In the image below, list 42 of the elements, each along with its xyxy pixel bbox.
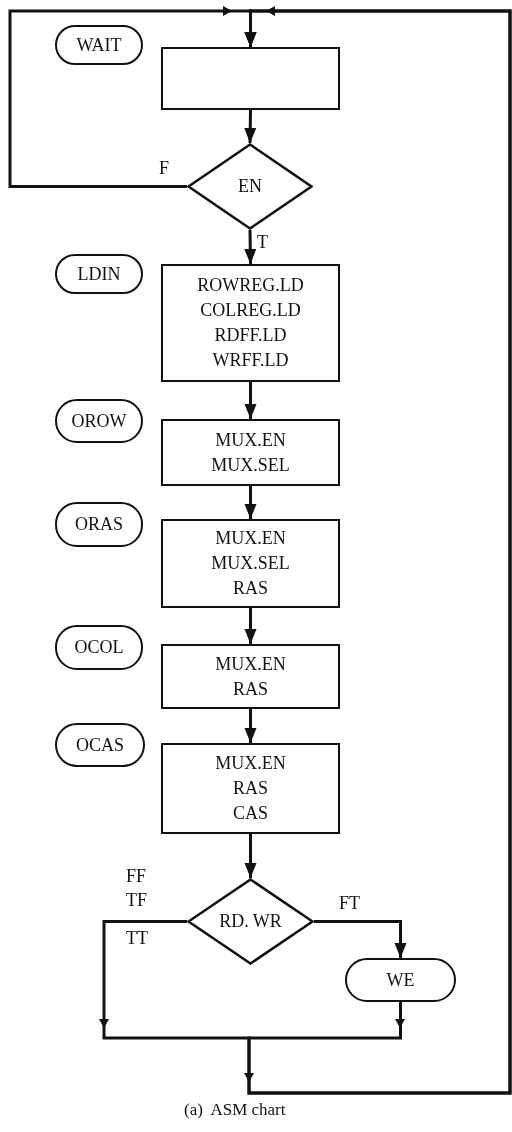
node-text: MUX.SEL [211,552,290,575]
node-text: RAS [233,577,268,600]
node-text: WRFF.LD [212,349,289,372]
node-text: MUX.EN [215,752,286,775]
state-box [161,644,340,709]
state-box [161,743,340,834]
node-text: RAS [233,777,268,800]
arrow [244,229,257,265]
node-text: OCOL [74,636,124,659]
node-text: MUX.EN [215,527,286,550]
node-text: EN [238,175,262,198]
node-text: RD. WR [219,910,282,933]
arrow [244,9,512,1095]
edge-label: T [256,232,269,252]
node-text: OCAS [76,733,124,757]
node-text: LDIN [77,262,121,286]
node-text: ROWREG.LD [197,274,304,297]
node-text: WAIT [76,33,122,57]
node-text: WE [386,968,415,992]
arrow [314,920,407,958]
node-text: MUX.EN [215,652,286,676]
arrow [244,834,257,878]
node-text: COLREG.LD [200,299,301,322]
node-text: ORAS [75,513,123,536]
state-box [161,47,340,110]
decision-diamond [187,878,314,965]
node-text: MUX.SEL [211,453,290,477]
arrow [244,608,257,644]
arrow [244,709,257,743]
arrow [244,109,257,144]
arrow [244,382,257,419]
node-text: RDFF.LD [214,324,287,347]
state-box [161,419,340,486]
state-box [161,264,340,382]
node-text: CAS [233,802,268,825]
node-text: RAS [233,677,268,701]
decision-diamond [187,143,313,230]
caption: (a) ASM chart [184,1100,286,1120]
node-text: OROW [71,409,127,433]
state-box [161,519,340,608]
node-text: MUX.EN [215,428,286,452]
arrow [244,486,257,519]
